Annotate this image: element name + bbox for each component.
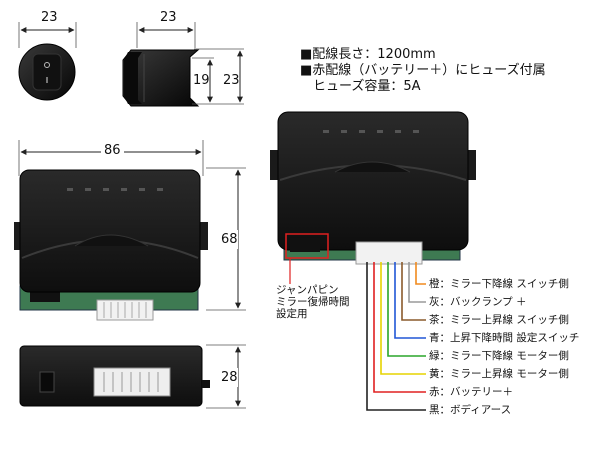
dim-unit-width: 86 bbox=[101, 143, 124, 158]
jumper-note: ジャンパピン ミラー復帰時間 設定用 bbox=[276, 284, 362, 320]
wire-label-brown: 茶：ミラー上昇線 スイッチ側 bbox=[429, 314, 569, 326]
dim-switch-width: 23 bbox=[41, 10, 58, 25]
wire-gray bbox=[408, 262, 426, 303]
dim-unit-thickness: 28 bbox=[221, 368, 238, 387]
switch-front-view bbox=[18, 22, 77, 101]
wire-green bbox=[387, 262, 426, 357]
wire-label-blue: 青：上昇下降時間 設定スイッチ bbox=[429, 332, 580, 344]
module-wiring-view bbox=[270, 111, 476, 284]
wire-black bbox=[366, 262, 426, 411]
spec-list: ■配線長さ：1200mm ■赤配線（バッテリー＋）にヒューズ付属 ヒューズ容量：… bbox=[300, 47, 590, 95]
jumper-highlight-box bbox=[285, 233, 329, 259]
module-top-view bbox=[14, 140, 246, 321]
jumper-note-line-3: 設定用 bbox=[276, 308, 308, 320]
wire-brown bbox=[401, 262, 426, 321]
wire-label-black: 黒：ボディアース bbox=[429, 404, 512, 416]
wire-blue bbox=[394, 262, 426, 339]
wire-label-gray: 灰：バックランプ ＋ bbox=[429, 296, 527, 308]
wire-label-red: 赤：バッテリー＋ bbox=[429, 386, 513, 398]
wire-label-orange: 橙：ミラー下降線 スイッチ側 bbox=[429, 278, 569, 290]
jumper-note-line-2: ミラー復帰時間 bbox=[276, 296, 350, 308]
wire-label-green: 緑：ミラー下降線 モーター側 bbox=[429, 350, 569, 362]
wire-harness bbox=[366, 262, 426, 411]
module-side-view bbox=[19, 344, 246, 409]
wire-orange bbox=[415, 262, 426, 285]
spec-fuse-capacity: ヒューズ容量：5A bbox=[300, 79, 421, 94]
dim-side-height: 23 bbox=[223, 73, 240, 88]
switch-side-view bbox=[122, 22, 244, 107]
wire-red bbox=[373, 262, 426, 393]
spec-fuse-attached: ■赤配線（バッテリー＋）にヒューズ付属 bbox=[300, 63, 546, 78]
wire-label-yellow: 黄：ミラー上昇線 モーター側 bbox=[429, 368, 569, 380]
dim-side-inner: 19 bbox=[193, 73, 210, 88]
jumper-note-line-1: ジャンパピン bbox=[276, 284, 339, 296]
dim-side-depth: 23 bbox=[160, 10, 177, 25]
dim-unit-height: 68 bbox=[221, 230, 238, 249]
wire-yellow bbox=[380, 262, 426, 375]
spec-wire-length: ■配線長さ：1200mm bbox=[300, 47, 436, 62]
